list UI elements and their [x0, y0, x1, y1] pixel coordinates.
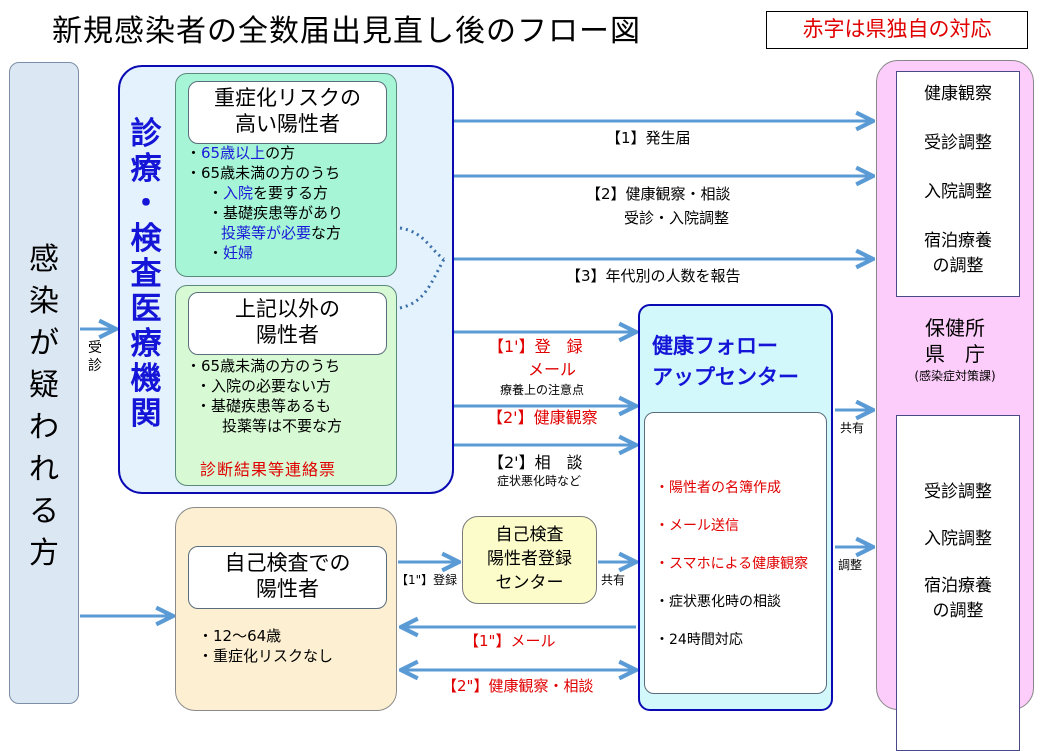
- follow-up-center-title: 健康フォロー アップセンター: [652, 334, 799, 389]
- other-positive-list: ・65歳未満の方のうち ・入院の必要ない方 ・基礎疾患等あるも 投薬等は不要な方: [186, 357, 343, 435]
- legend-red-note: 赤字は県独自の対応: [766, 11, 1028, 49]
- high-risk-header: 重症化リスクの 高い陽性者: [188, 81, 387, 144]
- label-share-upper: 共有: [840, 421, 865, 435]
- high-risk-box: 重症化リスクの 高い陽性者 ・65歳以上の方 ・65歳未満の方のうち ・入院を要…: [175, 73, 397, 277]
- self-test-list: ・12～64歳 ・重症化リスクなし: [198, 627, 334, 665]
- label-f2-line2: 受診・入院調整: [624, 209, 730, 227]
- high-risk-item: ・65歳未満の方のうち: [186, 164, 341, 182]
- label-adjust: 調整: [838, 558, 863, 572]
- other-positive-box: 上記以外の 陽性者 ・65歳未満の方のうち ・入院の必要ない方 ・基礎疾患等ある…: [175, 285, 397, 486]
- label-f1pp-mail: 【1"】メール: [464, 632, 556, 650]
- health-center-box: 健康観察 受診調整 入院調整 宿泊療養 の調整 保健所 県 庁 (感染症対策課)…: [876, 60, 1034, 751]
- task-item: ・スマホによる健康観察: [655, 556, 809, 572]
- label-f2p-observation: 【2'】健康観察: [487, 408, 598, 427]
- high-risk-item: 投薬等が必要な方: [221, 224, 342, 242]
- high-risk-item: ・65歳以上の方: [186, 144, 296, 162]
- label-f2p-consult: 【2'】相 談: [488, 453, 583, 472]
- health-center-name: 保健所 県 庁: [925, 316, 985, 366]
- health-center-top-tasks: 健康観察 受診調整 入院調整 宿泊療養 の調整: [896, 71, 1020, 297]
- suspected-person-label: 感 染 が 疑 わ れ る 方: [29, 242, 59, 571]
- label-f1: 【1】発生届: [606, 129, 691, 147]
- task-item: ・メール送信: [655, 518, 739, 534]
- diagnosis-form-label: 診断結果等連絡票: [200, 460, 337, 479]
- label-f3: 【3】年代別の人数を報告: [566, 267, 741, 285]
- self-test-box: 自己検査での 陽性者 ・12～64歳 ・重症化リスクなし: [175, 507, 397, 711]
- follow-up-center-tasks: ・陽性者の名簿作成 ・メール送信 ・スマホによる健康観察 ・症状悪化時の相談 ・…: [644, 412, 827, 694]
- registration-center-box: 自己検査 陽性者登録 センター: [462, 516, 597, 604]
- suspected-person-box: 感 染 が 疑 わ れ る 方: [9, 62, 79, 704]
- page-title: 新規感染者の全数届出見直し後のフロー図: [52, 14, 641, 49]
- high-risk-list: ・65歳以上の方 ・65歳未満の方のうち ・入院を要する方 ・基礎疾患等があり …: [186, 143, 343, 263]
- high-risk-item: ・基礎疾患等があり: [208, 204, 344, 222]
- visit-label: 受 診: [88, 340, 102, 374]
- label-share-lower: 共有: [601, 573, 626, 587]
- follow-up-center-box: 健康フォロー アップセンター ・陽性者の名簿作成 ・メール送信 ・スマホによる健…: [638, 304, 833, 711]
- task-item: ・症状悪化時の相談: [655, 594, 781, 610]
- other-positive-header: 上記以外の 陽性者: [188, 292, 387, 355]
- high-risk-item: ・妊婦: [208, 244, 254, 262]
- high-risk-item: ・入院を要する方: [208, 184, 329, 202]
- label-f2p-note: 症状悪化時など: [497, 474, 582, 488]
- health-center-subtitle: (感染症対策課): [914, 369, 996, 383]
- task-item: ・24時間対応: [655, 632, 743, 648]
- clinic-label: 診 療 ・ 検 査 医 療 機 関: [130, 116, 162, 432]
- label-f2pp: 【2"】健康観察・相談: [442, 677, 594, 695]
- label-f2-line1: 【2】健康観察・相談: [586, 185, 731, 203]
- label-f1p-note: 療養上の注意点: [500, 383, 585, 397]
- label-f1p-line2: メール: [528, 360, 577, 379]
- dotted-connector: [399, 226, 446, 310]
- label-f1pp-register: 【1"】登録: [396, 573, 458, 587]
- health-center-bottom-tasks: 受診調整 入院調整 宿泊療養 の調整: [896, 415, 1020, 751]
- self-test-header: 自己検査での 陽性者: [188, 546, 387, 609]
- task-item: ・陽性者の名簿作成: [655, 480, 781, 496]
- label-f1p-line1: 【1'】登 録: [488, 337, 583, 356]
